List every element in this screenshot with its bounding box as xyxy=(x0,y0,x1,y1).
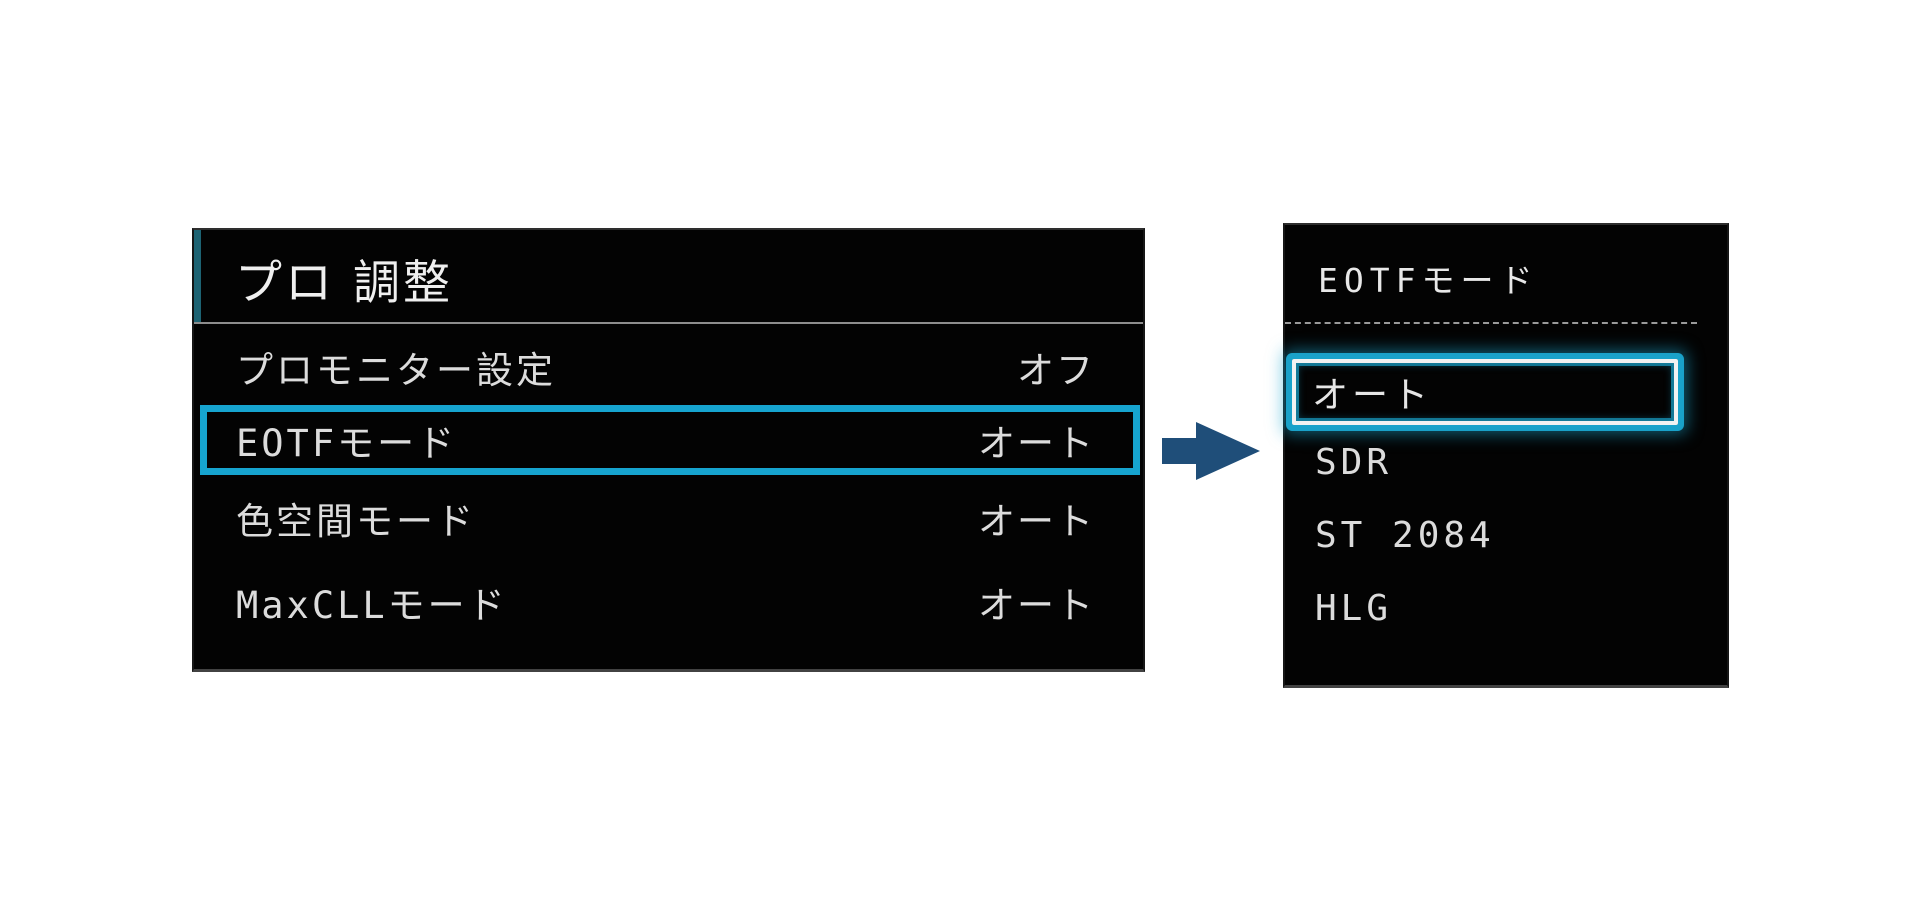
menu-item-pro-monitor-settings[interactable]: プロモニター設定 オフ xyxy=(194,343,1143,392)
menu-item-eotf-mode[interactable]: EOTFモード オート xyxy=(194,416,1143,465)
title-accent-bar xyxy=(194,230,201,322)
menu-item-value: オート xyxy=(978,584,1095,627)
option-label: ST 2084 xyxy=(1315,514,1495,556)
selected-row-highlight xyxy=(200,405,1140,475)
menu-item-label: EOTFモード xyxy=(236,422,458,465)
option-sdr[interactable]: SDR xyxy=(1315,438,1392,486)
option-auto-selected[interactable]: オート xyxy=(1292,359,1678,425)
menu-item-value: オフ xyxy=(1017,349,1095,392)
submenu-title: EOTFモード xyxy=(1318,261,1539,300)
menu-item-label: プロモニター設定 xyxy=(236,349,556,392)
eotf-mode-submenu-panel: EOTFモード オート SDR ST 2084 HLG xyxy=(1283,223,1729,688)
arrow-right-icon xyxy=(1162,422,1260,480)
menu-item-label: 色空間モード xyxy=(236,500,476,543)
option-label: オート xyxy=(1312,375,1433,416)
option-label: SDR xyxy=(1315,441,1393,483)
arrow-right-shape xyxy=(1162,422,1260,480)
panel-title: プロ 調整 xyxy=(235,255,453,311)
menu-item-label: MaxCLLモード xyxy=(236,584,508,627)
submenu-title-divider xyxy=(1285,322,1697,324)
option-label: HLG xyxy=(1315,587,1393,629)
title-divider xyxy=(194,322,1143,324)
option-st2084[interactable]: ST 2084 xyxy=(1315,511,1495,559)
menu-item-value: オート xyxy=(978,422,1095,465)
menu-item-maxcll-mode[interactable]: MaxCLLモード オート xyxy=(194,578,1143,627)
option-hlg[interactable]: HLG xyxy=(1315,584,1392,632)
pro-adjust-menu-panel: プロ 調整 プロモニター設定 オフ EOTFモード オート 色空間モード オート… xyxy=(192,228,1145,672)
menu-item-value: オート xyxy=(978,500,1095,543)
menu-item-color-space-mode[interactable]: 色空間モード オート xyxy=(194,494,1143,543)
